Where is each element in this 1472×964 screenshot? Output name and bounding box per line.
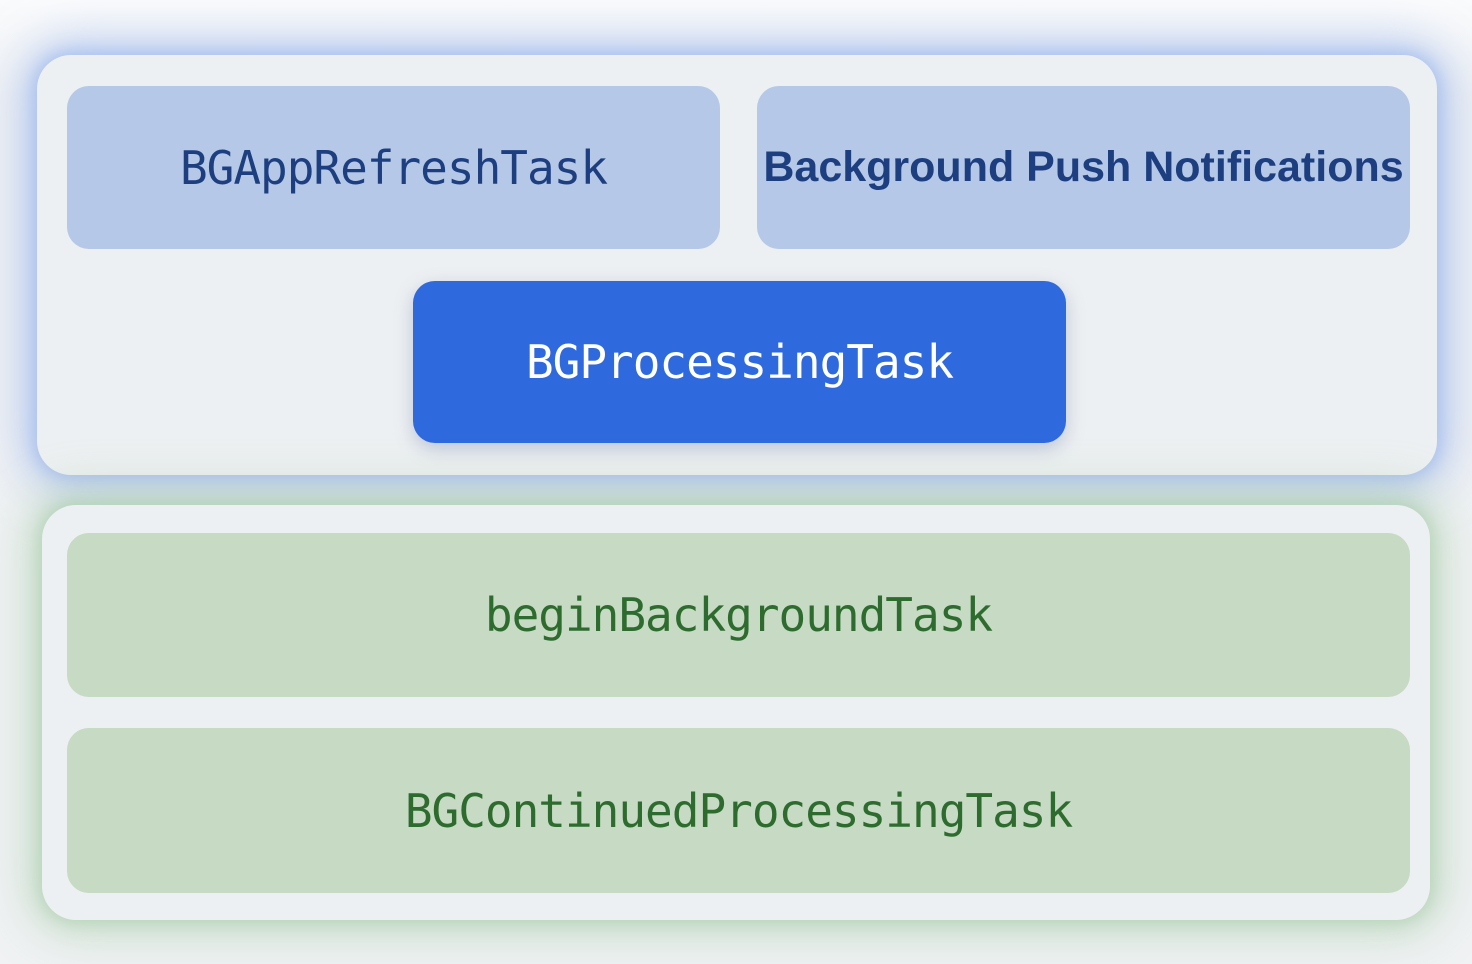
blue-api-group-panel: BGAppRefreshTask Background Push Notific… <box>37 55 1437 475</box>
api-box-bg-processing-task: BGProcessingTask <box>413 281 1066 443</box>
api-box-background-push-notifications: Background Push Notifications <box>757 86 1410 249</box>
api-box-label: BGAppRefreshTask <box>179 140 608 195</box>
green-api-group-panel: beginBackgroundTask BGContinuedProcessin… <box>42 505 1430 920</box>
api-box-label: beginBackgroundTask <box>484 588 993 642</box>
api-box-label: BGProcessingTask <box>525 335 954 389</box>
api-box-bg-app-refresh-task: BGAppRefreshTask <box>67 86 720 249</box>
api-box-bg-continued-processing-task: BGContinuedProcessingTask <box>67 728 1410 893</box>
api-box-begin-background-task: beginBackgroundTask <box>67 533 1410 697</box>
api-box-label: Background Push Notifications <box>763 143 1404 191</box>
api-box-label: BGContinuedProcessingTask <box>404 783 1073 838</box>
